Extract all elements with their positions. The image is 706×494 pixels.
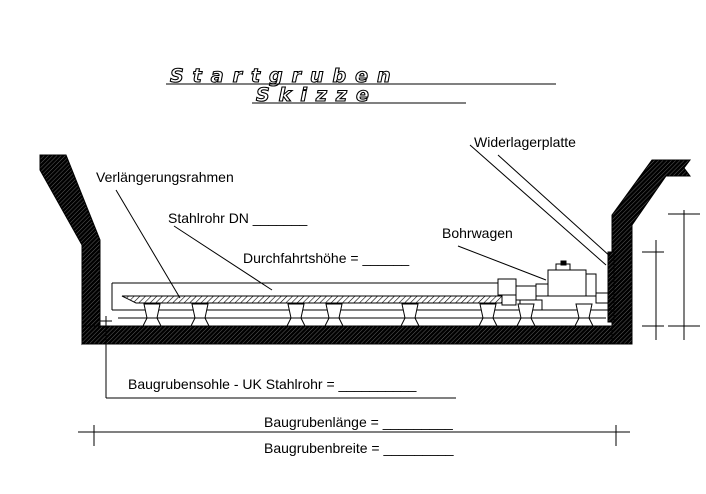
pit-wall-left: [39, 154, 101, 346]
pit-wall-right: [611, 159, 691, 345]
title-line-1: Startgruben: [170, 65, 400, 87]
label-baugrubenbreite: Baugrubenbreite = _________: [264, 440, 454, 456]
pit-floor: [81, 325, 631, 345]
support-stand: [478, 303, 498, 327]
support-stand: [190, 303, 210, 327]
widerlagerplatte-plate: [607, 251, 615, 323]
label-durchfahrtshoehe: Durchfahrtshöhe = ______: [243, 250, 409, 266]
right-dimension-marks: [642, 210, 700, 340]
label-widerlagerplatte: Widerlagerplatte: [474, 134, 576, 150]
label-verlaengerungsrahmen: Verlängerungsrahmen: [96, 169, 234, 185]
label-stahlrohr-dn: Stahlrohr DN _______: [168, 210, 308, 226]
support-stands: [142, 303, 594, 327]
support-stand: [516, 303, 536, 327]
label-baugrubenlaenge: Baugrubenlänge = _________: [264, 414, 453, 430]
leader-lines: [115, 144, 613, 299]
support-stand: [286, 303, 306, 327]
label-baugrubensohle: Baugrubensohle - UK Stahlrohr = ________…: [128, 376, 417, 392]
support-stand: [142, 303, 162, 327]
bottom-dimension-lines: [78, 316, 630, 446]
support-stand: [324, 303, 344, 327]
label-bohrwagen: Bohrwagen: [442, 225, 513, 241]
support-stand: [400, 303, 420, 327]
title-line-2: Skizze: [256, 84, 378, 106]
support-stand: [574, 303, 594, 327]
